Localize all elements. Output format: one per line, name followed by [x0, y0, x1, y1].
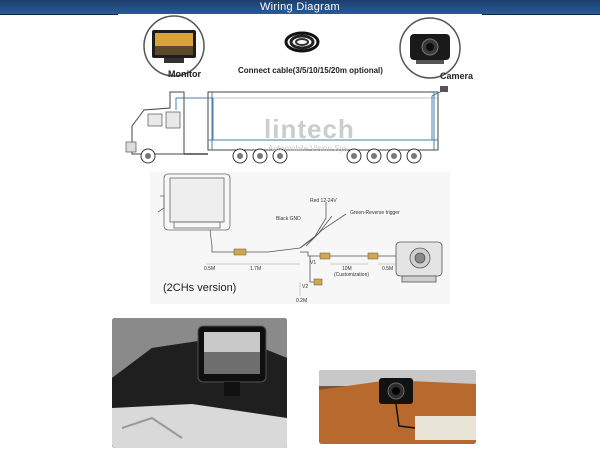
header-bar: Wiring Diagram — [0, 0, 600, 15]
watermark-logo: lintech — [264, 114, 355, 144]
watermark-tagline: Automobile Vision Sys — [268, 144, 348, 153]
customization-label: (Customization) — [334, 272, 369, 278]
red-wire-label: Red 12-24V — [310, 198, 337, 204]
wiring-schematic: Red 12-24V Green-Reverse trigger Black G… — [150, 172, 450, 304]
system-overview: Monitor Connect cable(3/5/10/15/20m opti… — [118, 14, 482, 172]
length-drop-label: 0.2M — [296, 298, 307, 304]
version-label: (2CHs version) — [163, 282, 237, 294]
installed-camera-photo — [319, 370, 476, 444]
camera-label: Camera — [440, 71, 474, 81]
monitor-label: Monitor — [168, 69, 201, 79]
length-camera-label: 0.5M — [382, 266, 393, 272]
monitor-thumbnail — [143, 15, 205, 77]
length-cable-label: 10M — [342, 266, 352, 272]
schematic-drawing: Red 12-24V Green-Reverse trigger Black G… — [157, 173, 443, 304]
cable-coil — [284, 31, 320, 53]
installed-monitor-photo — [112, 318, 287, 448]
camera-sketch — [395, 241, 443, 283]
page-title: Wiring Diagram — [260, 1, 340, 13]
truck-illustration — [125, 15, 461, 164]
length-monitor-label: 0.5M — [204, 266, 215, 272]
green-wire-label: Green-Reverse trigger — [350, 210, 400, 216]
v1-label: V1 — [310, 260, 316, 266]
cable-label: Connect cable(3/5/10/15/20m optional) — [238, 66, 383, 75]
camera-thumbnail — [399, 17, 461, 79]
truck-rear-illustration — [319, 370, 476, 444]
v2-label: V2 — [302, 284, 308, 290]
car-interior-illustration — [112, 318, 287, 448]
length-mid-label: 1.7M — [250, 266, 261, 272]
black-wire-label: Black GND — [276, 216, 301, 222]
monitor-sketch — [157, 173, 231, 247]
